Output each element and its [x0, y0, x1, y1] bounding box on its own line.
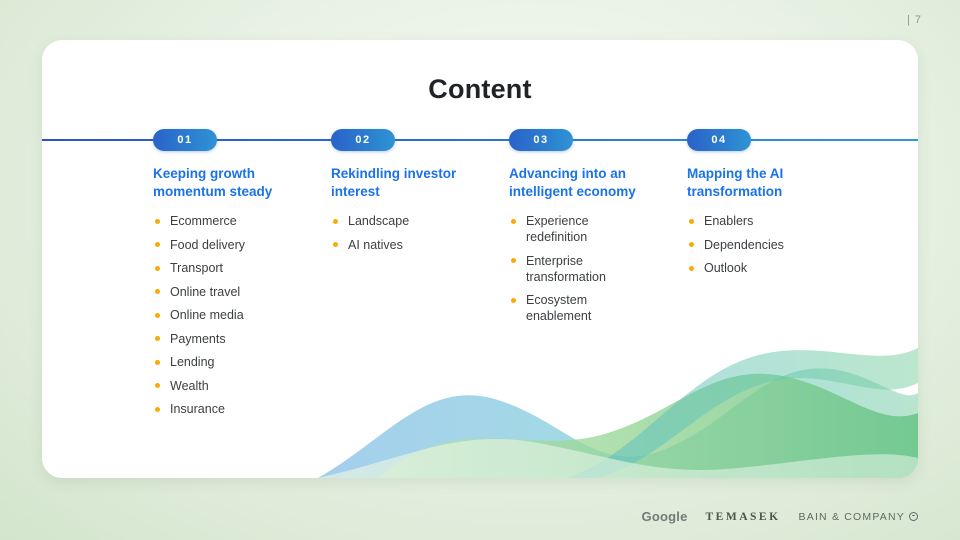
badge-pill-01: 01 [153, 129, 217, 151]
bullet-item: Online travel [153, 284, 277, 300]
temasek-logo: TEMASEK [705, 510, 781, 523]
column-intelligent-economy: Advancing into an intelligent economy Ex… [509, 165, 687, 425]
badge-pill-02: 02 [331, 129, 395, 151]
bullet-item: Insurance [153, 401, 277, 417]
content-card: Content 01 02 03 04 Keeping growth momen… [42, 40, 918, 478]
bullet-item: Outlook [687, 260, 811, 276]
columns: Keeping growth momentum steady Ecommerce… [153, 165, 918, 425]
bullet-item: Dependencies [687, 237, 811, 253]
bullet-item: Online media [153, 307, 277, 323]
badge-pill-03: 03 [509, 129, 573, 151]
column-growth: Keeping growth momentum steady Ecommerce… [153, 165, 331, 425]
timeline: 01 02 03 04 [42, 129, 918, 151]
google-logo: Google [641, 509, 688, 524]
bullet-item: Food delivery [153, 237, 277, 253]
section-heading: Keeping growth momentum steady [153, 166, 273, 199]
bullet-item: Experience redefinition [509, 213, 633, 245]
page-number: | 7 [906, 14, 922, 26]
footer-logos: Google TEMASEK BAIN & COMPANY [642, 509, 918, 524]
bullet-item: Enablers [687, 213, 811, 229]
bullet-item: Wealth [153, 378, 277, 394]
bain-logo: BAIN & COMPANY [799, 511, 918, 523]
bullet-item: Lending [153, 354, 277, 370]
bullet-item: Transport [153, 260, 277, 276]
bain-logo-text: BAIN & COMPANY [798, 510, 905, 523]
bullet-item: Landscape [331, 213, 455, 229]
section-heading: Rekindling investor interest [331, 166, 457, 199]
bullet-item: Enterprise transformation [509, 253, 633, 285]
section-heading: Advancing into an intelligent economy [509, 166, 636, 199]
bullet-list: Landscape AI natives [331, 213, 455, 253]
bain-mark-icon [909, 512, 918, 521]
badge-pill-04: 04 [687, 129, 751, 151]
bullet-item: Ecosystem enablement [509, 292, 633, 324]
section-heading: Mapping the AI transformation [687, 166, 784, 199]
slide-title: Content [428, 74, 532, 104]
bullet-item: Ecommerce [153, 213, 277, 229]
bullet-item: AI natives [331, 237, 455, 253]
bullet-item: Payments [153, 331, 277, 347]
timeline-line [42, 139, 918, 141]
